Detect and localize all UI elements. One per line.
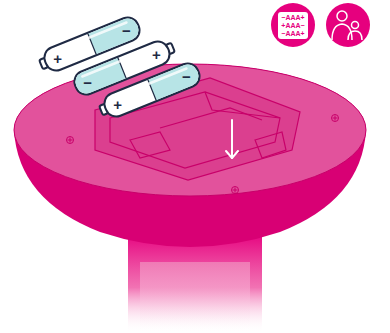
- adult-child-icon: [326, 3, 370, 47]
- battery-orientation-text: −AAA+: [281, 30, 304, 38]
- battery-orientation-icon: [271, 3, 315, 47]
- polarity-sign: +: [152, 47, 161, 62]
- battery-orientation-text: +AAA−: [281, 22, 304, 30]
- battery-orientation-text: −AAA+: [281, 14, 304, 22]
- dome-body: [14, 64, 366, 247]
- battery-orientation-panel: −AAA++AAA−−AAA+: [278, 12, 308, 39]
- device-stem: [128, 232, 262, 333]
- polarity-sign: −: [83, 74, 92, 89]
- polarity-sign: −: [182, 69, 191, 84]
- screw: [67, 115, 339, 194]
- polarity-sign: −: [122, 23, 131, 38]
- insert-arrow: [226, 120, 238, 158]
- polarity-sign: +: [53, 50, 62, 65]
- aaa-battery: [97, 60, 203, 122]
- polarity-sign: +: [113, 96, 122, 111]
